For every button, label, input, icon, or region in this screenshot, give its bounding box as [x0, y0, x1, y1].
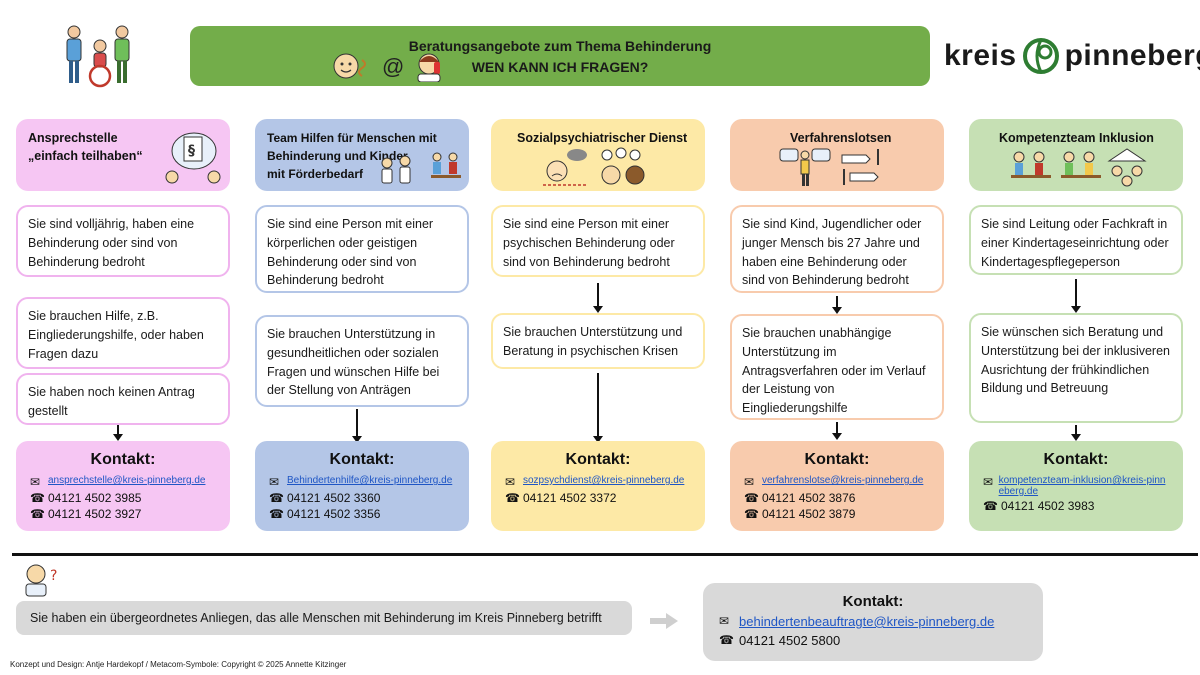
contact-card-behindertenbeauftragte: Kontakt: ✉ behindertenbeauftragte@kreis-p… [703, 583, 1043, 661]
condition-box-1: Sie sind Kind, Jugendlicher oder junger … [730, 205, 944, 293]
person-question-icon: ? [22, 562, 66, 598]
telephone-icon: ☎ [269, 507, 284, 521]
column-title-line1: Kompetenzteam Inklusion [999, 131, 1154, 145]
contact-card-sozialpsychiatrischer-dienst: Kontakt: ✉ sozpsychdienst@kreis-pinneberg… [491, 441, 705, 531]
kreis-pinneberg-logo: kreis pinneberg [944, 36, 1200, 76]
flow-arrow [593, 283, 603, 313]
telephone-icon: ☎ [269, 491, 284, 505]
condition-box-1: Sie sind eine Person mit einer körperlic… [255, 205, 469, 293]
contact-title: Kontakt: [329, 451, 395, 468]
telephone-icon: ☎ [30, 491, 45, 505]
telephone-icon: ☎ [505, 491, 520, 505]
column-header-kompetenzteam-inklusion: Kompetenzteam Inklusion [969, 119, 1183, 191]
contact-email-link[interactable]: ansprechstelle@kreis-pinneberg.de [48, 475, 206, 486]
contact-email-link[interactable]: Behindertenhilfe@kreis-pinneberg.de [287, 475, 453, 486]
column-title-line2: Behinderung und Kinder [267, 149, 408, 163]
contact-title: Kontakt: [90, 451, 156, 468]
column-header-sozialpsychiatrischer-dienst: Sozialpsychiatrischer Dienst [491, 119, 705, 191]
column-header-ansprechstelle: Ansprechstelle „einfach teilhaben“ § [16, 119, 230, 191]
flow-arrow [593, 373, 603, 443]
contact-phone: 04121 4502 3356 [287, 507, 381, 521]
banner-title: Beratungsangebote zum Thema Behinderung [408, 38, 712, 54]
logo-text-right: pinneberg [1064, 39, 1200, 72]
telephone-icon: ☎ [744, 491, 759, 505]
svg-text:§: § [188, 143, 195, 159]
condition-box-3: Sie haben noch keinen Antrag gestellt [16, 373, 230, 425]
column-title-line2: „einfach teilhaben“ [28, 149, 143, 164]
telephone-icon: ☎ [744, 507, 759, 521]
column-title-line3: mit Förderbedarf [267, 167, 364, 181]
condition-box-1: Sie sind volljährig, haben eine Behinder… [16, 205, 230, 277]
envelope-icon: ✉ [505, 475, 516, 489]
face-icon [332, 52, 376, 80]
people-group-icon [375, 151, 465, 187]
condition-box-2: Sie brauchen unabhängige Unterstützung i… [730, 314, 944, 420]
column-title-line1: Team Hilfen für Menschen mit [267, 131, 437, 145]
column-title-line1: Verfahrenslotsen [790, 131, 892, 145]
flow-arrow [1071, 279, 1081, 313]
contact-phone: 04121 4502 3879 [762, 507, 856, 521]
flow-arrow [113, 425, 123, 441]
logo-text-left: kreis [944, 39, 1017, 72]
condition-box-2: Sie brauchen Unterstützung und Beratung … [491, 313, 705, 369]
contact-phone: 04121 4502 3372 [523, 491, 617, 505]
svg-text:?: ? [50, 568, 57, 584]
flow-arrow [1071, 425, 1081, 441]
telephone-icon: ☎ [719, 633, 734, 647]
telephone-icon: ☎ [983, 499, 998, 513]
contact-title: Kontakt: [804, 451, 870, 468]
envelope-icon: ✉ [30, 475, 41, 489]
contact-phone: 04121 4502 3360 [287, 491, 381, 505]
column-title-line1: Ansprechstelle [28, 131, 118, 145]
at-symbol: @ [382, 54, 405, 79]
contact-email-link[interactable]: sozpsychdienst@kreis-pinneberg.de [523, 475, 685, 486]
telephone-icon: ☎ [30, 507, 45, 521]
guide-pointing-icon [778, 145, 898, 187]
flow-arrow [352, 409, 362, 443]
envelope-icon: ✉ [983, 475, 994, 489]
envelope-icon: ✉ [269, 475, 280, 489]
paragraph-document-icon: § [162, 129, 224, 185]
envelope-icon: ✉ [719, 614, 730, 628]
contact-title: Kontakt: [842, 593, 904, 610]
envelope-icon: ✉ [744, 475, 755, 489]
condition-box-2: Sie brauchen Hilfe, z.B. Eingliederungsh… [16, 297, 230, 369]
column-title-line1: Sozialpsychiatrischer Dienst [517, 131, 688, 145]
contact-email-link[interactable]: verfahrenslotse@kreis-pinneberg.de [762, 475, 924, 486]
contact-title: Kontakt: [565, 451, 631, 468]
speech-faces-icon [541, 147, 651, 189]
condition-box-1: Sie sind eine Person mit einer psychisch… [491, 205, 705, 277]
contact-card-ansprechstelle: Kontakt: ✉ ansprechstelle@kreis-pinneberg… [16, 441, 230, 531]
condition-box-2: Sie wünschen sich Beratung und Unterstüt… [969, 313, 1183, 423]
contact-phone: 04121 4502 5800 [739, 633, 841, 648]
arrow-right-icon [650, 611, 680, 631]
phone-person-icon [412, 52, 446, 82]
logo-mark-icon [1021, 36, 1061, 76]
column-header-team-hilfen: Team Hilfen für Menschen mit Behinderung… [255, 119, 469, 191]
contact-card-verfahrenslotsen: Kontakt: ✉ verfahrenslotse@kreis-pinneber… [730, 441, 944, 531]
contact-title: Kontakt: [1043, 451, 1109, 468]
contact-phone: 04121 4502 3983 [1001, 499, 1095, 513]
column-header-verfahrenslotsen: Verfahrenslotsen [730, 119, 944, 191]
contact-phone: 04121 4502 3985 [48, 491, 142, 505]
contact-phone: 04121 4502 3927 [48, 507, 142, 521]
condition-box-1: Sie sind Leitung oder Fachkraft in einer… [969, 205, 1183, 275]
people-wheelchair-icon [60, 24, 140, 88]
contact-card-team-hilfen: Kontakt: ✉ Behindertenhilfe@kreis-pinnebe… [255, 441, 469, 531]
section-divider [12, 553, 1198, 556]
credit-line: Konzept und Design: Antje Hardekopf / Me… [10, 660, 347, 669]
contact-email-link[interactable]: kompetenzteam-inklusion@kreis-pinneberg.… [998, 475, 1166, 497]
classroom-children-icon [1009, 147, 1149, 187]
contact-card-kompetenzteam-inklusion: Kontakt: ✉ kompetenzteam-inklusion@kreis-… [969, 441, 1183, 531]
header-banner: Beratungsangebote zum Thema Behinderung … [190, 26, 930, 86]
contact-phone: 04121 4502 3876 [762, 491, 856, 505]
flow-arrow [832, 422, 842, 440]
condition-box-2: Sie brauchen Unterstützung in gesundheit… [255, 315, 469, 407]
contact-email-link[interactable]: behindertenbeauftragte@kreis-pinneberg.d… [739, 614, 995, 629]
flow-arrow [832, 296, 842, 314]
overarching-concern-box: Sie haben ein übergeordnetes Anliegen, d… [16, 601, 632, 635]
banner-subtitle: WEN KANN ICH FRAGEN? [471, 59, 649, 75]
